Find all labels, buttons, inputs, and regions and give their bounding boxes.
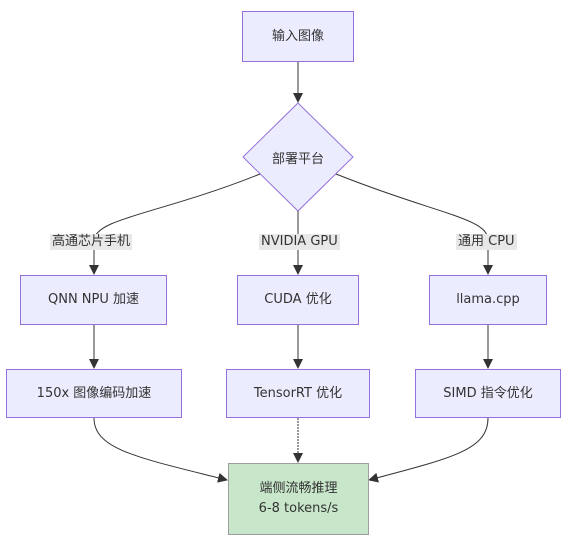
image-encode-node: 150x 图像编码加速 [6,369,182,418]
edge-encode-final [93,417,228,483]
input-image-node: 输入图像 [242,11,354,62]
edge-label-nvidia: NVIDIA GPU [259,234,340,250]
final-inference-node: 端侧流畅推理 6-8 tokens/s [228,463,369,535]
final-throughput: 6-8 tokens/s [258,501,339,516]
simd-node: SIMD 指令优化 [415,369,561,418]
cuda-node: CUDA 优化 [237,275,359,325]
final-title: 端侧流畅推理 [259,481,338,496]
llama-cpp-node: llama.cpp [429,275,547,325]
edge-label-cpu: 通用 CPU [456,234,517,250]
edge-platform-qnn [89,173,261,275]
qnn-npu-node: QNN NPU 加速 [20,275,167,325]
tensorrt-node: TensorRT 优化 [226,369,370,418]
deploy-platform-label: 部署平台 [271,152,324,167]
edge-platform-llama [335,173,493,275]
edge-simd-final [368,417,489,483]
edge-label-qualcomm: 高通芯片手机 [50,234,133,250]
